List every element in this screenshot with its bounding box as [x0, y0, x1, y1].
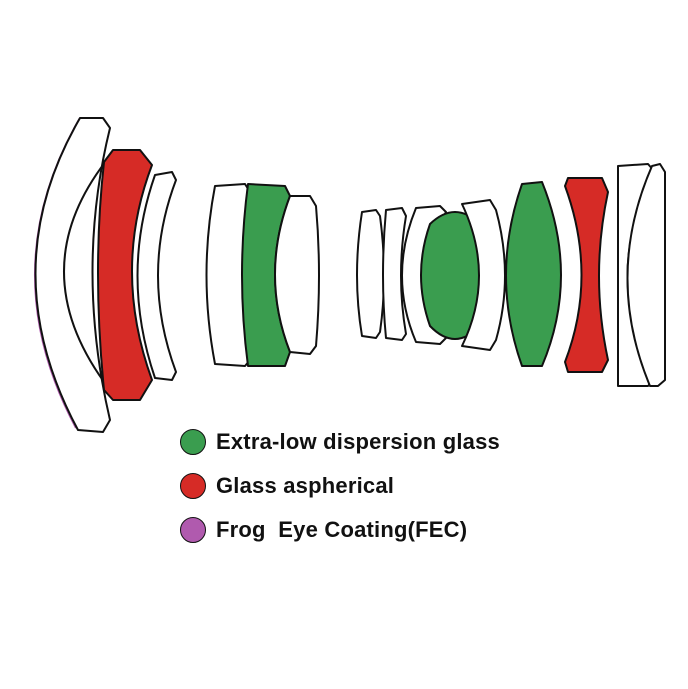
legend-item-aspherical: Glass aspherical: [180, 464, 500, 508]
lens-element-1-inner-curve: [63, 155, 111, 391]
lens-element-1: [34, 117, 111, 433]
legend: Extra-low dispersion glass Glass aspheri…: [180, 420, 500, 552]
lens-element-15: [626, 163, 666, 387]
legend-item-fec: Frog Eye Coating(FEC): [180, 508, 500, 552]
legend-dot-purple-icon: [180, 517, 206, 543]
lens-element-6: [274, 195, 320, 355]
legend-label: Frog Eye Coating(FEC): [216, 517, 468, 542]
lens-element-13: [564, 177, 609, 373]
lens-element-12: [505, 181, 562, 367]
legend-dot-green-icon: [180, 429, 206, 455]
legend-label: Glass aspherical: [216, 473, 395, 498]
legend-dot-red-icon: [180, 473, 206, 499]
lens-element-8: [382, 207, 407, 341]
lens-element-3: [136, 171, 177, 381]
lens-element-11: [461, 199, 506, 351]
lens-element-2: [97, 149, 153, 401]
legend-item-ed-glass: Extra-low dispersion glass: [180, 420, 500, 464]
lens-element-7: [356, 209, 385, 339]
legend-label: Extra-low dispersion glass: [216, 429, 500, 454]
